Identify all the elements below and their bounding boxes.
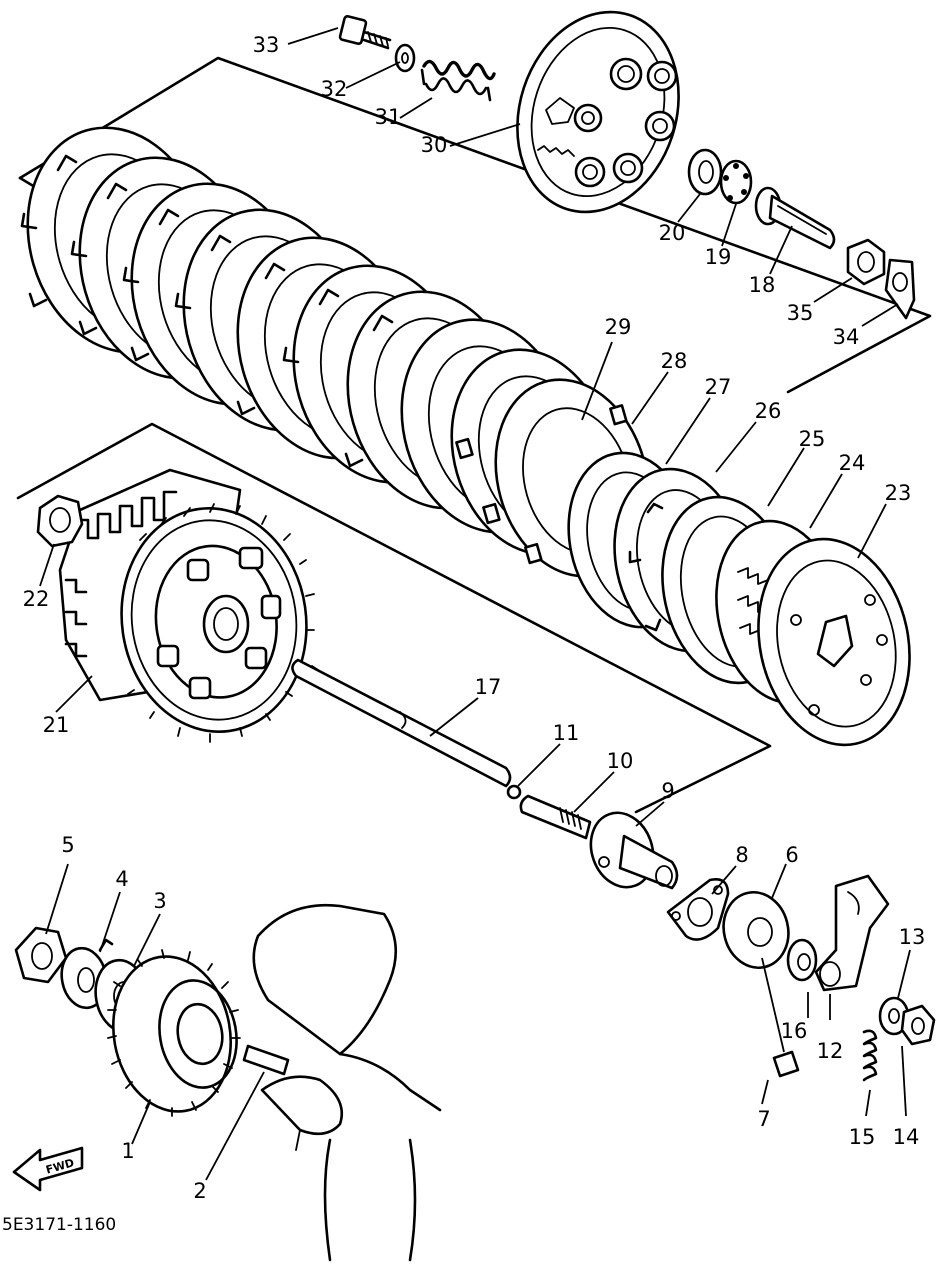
pull-lever-9 (581, 804, 677, 896)
oil-seal-6 (716, 885, 796, 974)
callout-8: 8 (735, 843, 748, 867)
callout-35: 35 (787, 301, 814, 325)
callout-labels: 33 32 31 30 20 19 18 35 34 29 28 27 26 2… (23, 33, 926, 1203)
nut-14 (902, 1006, 934, 1044)
callout-4: 4 (115, 867, 128, 891)
key-2 (244, 1046, 288, 1074)
callout-22: 22 (23, 587, 50, 611)
callout-3: 3 (153, 889, 166, 913)
forward-direction-arrow: FWD (14, 1148, 82, 1190)
washer-20 (689, 150, 721, 194)
callout-17: 17 (475, 675, 502, 699)
gasket-8 (668, 879, 728, 939)
clutch-spring-31 (422, 61, 494, 100)
spring-15 (864, 1031, 876, 1080)
callout-20: 20 (659, 221, 686, 245)
pressure-plate-30 (492, 0, 703, 233)
clutch-housing-21 (60, 470, 321, 744)
callout-21: 21 (43, 713, 70, 737)
callout-15: 15 (849, 1125, 876, 1149)
callout-24: 24 (839, 451, 866, 475)
callout-12: 12 (817, 1039, 844, 1063)
callout-5: 5 (61, 833, 74, 857)
callout-23: 23 (885, 481, 912, 505)
callout-1: 1 (121, 1139, 134, 1163)
callout-11: 11 (553, 721, 580, 745)
callout-2: 2 (193, 1179, 206, 1203)
callout-26: 26 (755, 399, 782, 423)
callout-16: 16 (781, 1019, 808, 1043)
clutch-plate-stack (2, 106, 671, 594)
callout-13: 13 (899, 925, 926, 949)
callout-25: 25 (799, 427, 826, 451)
clutch-plate-23 (740, 525, 928, 759)
primary-drive-gear-1 (101, 947, 244, 1121)
bearing-19 (721, 161, 751, 203)
dowel-pin-7 (774, 1052, 798, 1076)
leader-lines (40, 28, 910, 1180)
callout-28: 28 (661, 349, 688, 373)
push-lever-arm-12 (816, 876, 888, 990)
callout-30: 30 (421, 133, 448, 157)
ball-11 (508, 786, 520, 798)
callout-32: 32 (321, 77, 348, 101)
callout-6: 6 (785, 843, 798, 867)
push-lever-10 (521, 796, 590, 838)
screw-33 (339, 16, 390, 48)
push-rod-17 (292, 660, 510, 786)
thrust-washer-22 (38, 496, 82, 546)
diagram-code: 5E3171-1160 (2, 1215, 116, 1235)
nut-35 (848, 240, 884, 284)
nut-5 (16, 928, 66, 982)
housing-group-outline (18, 424, 770, 812)
callout-29: 29 (605, 315, 632, 339)
bush-16 (788, 940, 816, 980)
callout-14: 14 (893, 1125, 920, 1149)
callout-33: 33 (253, 33, 280, 57)
callout-19: 19 (705, 245, 732, 269)
callout-9: 9 (661, 779, 674, 803)
callout-31: 31 (375, 105, 402, 129)
callout-27: 27 (705, 375, 732, 399)
callout-34: 34 (833, 325, 860, 349)
lock-washer-34 (886, 260, 914, 318)
push-rod-18 (756, 188, 834, 248)
callout-10: 10 (607, 749, 634, 773)
callout-7: 7 (757, 1107, 770, 1131)
callout-18: 18 (749, 273, 776, 297)
crankshaft-ghost-outline (254, 905, 440, 1260)
washer-32 (396, 45, 414, 71)
